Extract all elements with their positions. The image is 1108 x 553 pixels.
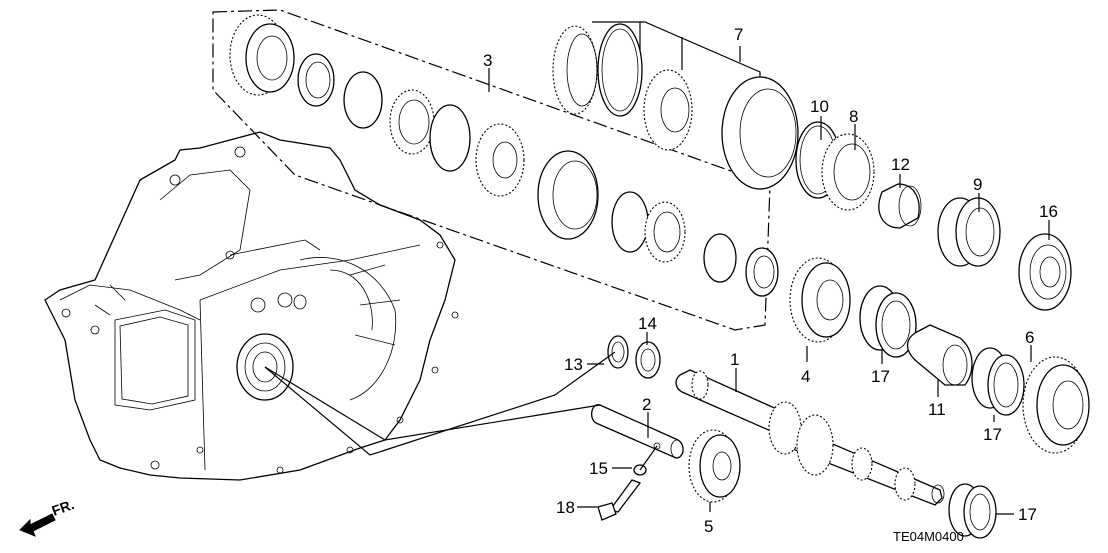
- svg-text:15: 15: [589, 459, 608, 478]
- svg-text:4: 4: [801, 367, 810, 386]
- part-11-distance-collar: [906, 324, 973, 386]
- diagram-code: TE04M0400: [893, 529, 964, 544]
- svg-text:12: 12: [891, 155, 910, 174]
- svg-text:7: 7: [734, 25, 743, 44]
- part-4-gear: [789, 257, 851, 343]
- svg-text:16: 16: [1039, 202, 1058, 221]
- callout-7: 7: [734, 25, 743, 44]
- callout-13: 13: [564, 355, 604, 374]
- group-3-parts: [229, 14, 779, 297]
- callout-5: 5: [704, 502, 713, 536]
- callout-2: 2: [642, 395, 651, 438]
- callout-17c: 17: [996, 505, 1037, 524]
- callout-9: 9: [973, 175, 982, 212]
- part-2-idler-shaft: [590, 404, 684, 459]
- svg-text:5: 5: [704, 517, 713, 536]
- callout-3: 3: [483, 51, 492, 92]
- front-direction-arrow-icon: FR.: [19, 496, 77, 537]
- callout-12: 12: [891, 155, 910, 188]
- callout-14: 14: [638, 314, 657, 345]
- svg-text:9: 9: [973, 175, 982, 194]
- svg-text:2: 2: [642, 395, 651, 414]
- callout-10: 10: [810, 97, 829, 140]
- part-17-needle-bearing-b: [971, 347, 1025, 416]
- group-7-parts: [552, 23, 799, 190]
- callout-11: 11: [928, 380, 946, 419]
- callout-15: 15: [589, 459, 632, 478]
- part-12-collar: [878, 183, 922, 229]
- callout-4: 4: [801, 346, 810, 386]
- svg-text:6: 6: [1025, 328, 1034, 347]
- part-1-mainshaft: [675, 369, 945, 506]
- leader-2: [264, 366, 601, 441]
- leader-15: [639, 445, 658, 471]
- group-3-boundary: [212, 9, 771, 331]
- part-16-ball-bearing: [1018, 233, 1072, 311]
- svg-text:17: 17: [871, 367, 890, 386]
- part-17-needle-bearing-c: [948, 483, 997, 539]
- callout-16: 16: [1039, 202, 1058, 240]
- svg-text:17: 17: [983, 425, 1002, 444]
- part-18-bolt: [597, 479, 642, 521]
- transmission-case: [44, 131, 459, 481]
- svg-text:11: 11: [928, 400, 946, 419]
- leader-13: [264, 351, 616, 456]
- part-5-reverse-gear: [688, 429, 741, 503]
- svg-text:18: 18: [556, 498, 575, 517]
- part-8-synchro-ring: [821, 133, 875, 211]
- callout-6: 6: [1025, 328, 1034, 362]
- callout-18: 18: [556, 498, 597, 517]
- svg-text:10: 10: [810, 97, 829, 116]
- svg-text:8: 8: [849, 107, 858, 126]
- part-17-needle-bearing-a: [859, 285, 917, 358]
- part-6-gear: [1022, 356, 1090, 454]
- svg-text:17: 17: [1018, 505, 1037, 524]
- svg-text:1: 1: [730, 350, 739, 369]
- front-direction-label: FR.: [50, 496, 77, 519]
- svg-text:3: 3: [483, 51, 492, 70]
- part-13-washer: [607, 335, 629, 369]
- part-14-thrust-washer: [635, 341, 661, 379]
- callout-1: 1: [730, 350, 739, 392]
- svg-text:14: 14: [638, 314, 657, 333]
- svg-text:13: 13: [564, 355, 583, 374]
- callout-17b: 17: [983, 415, 1002, 444]
- part-9-spring: [937, 197, 1001, 267]
- callout-17a: 17: [871, 350, 890, 386]
- callout-8: 8: [849, 107, 858, 150]
